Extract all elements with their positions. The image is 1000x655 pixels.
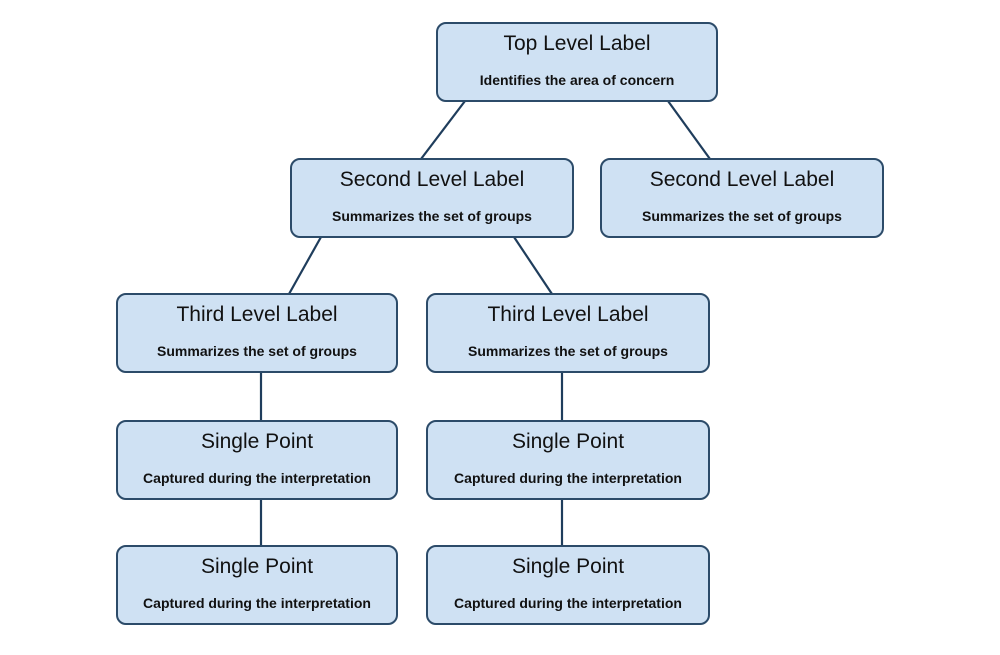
node-title: Single Point [200,430,314,453]
node-subtitle: Summarizes the set of groups [642,208,842,224]
single-point-node-left-1: Single Point Captured during the interpr… [116,420,398,500]
connector-level2-left-to-level3-right [513,236,553,295]
connector-level2-left-to-level3-left [288,236,322,295]
node-title: Third Level Label [487,303,649,326]
single-point-node-right-2: Single Point Captured during the interpr… [426,545,710,625]
node-subtitle: Identifies the area of concern [479,72,675,88]
node-subtitle: Captured during the interpretation [454,595,682,611]
node-subtitle: Summarizes the set of groups [468,343,668,359]
node-subtitle: Summarizes the set of groups [332,208,532,224]
node-subtitle: Captured during the interpretation [143,470,371,486]
node-title: Third Level Label [176,303,338,326]
second-level-node-right: Second Level Label Summarizes the set of… [600,158,884,238]
single-point-node-left-2: Single Point Captured during the interpr… [116,545,398,625]
node-title: Single Point [511,555,625,578]
node-title: Second Level Label [339,168,525,191]
node-title: Top Level Label [503,32,651,55]
node-subtitle: Captured during the interpretation [454,470,682,486]
node-subtitle: Captured during the interpretation [143,595,371,611]
connector-top-to-level2-right [667,100,711,160]
second-level-node-left: Second Level Label Summarizes the set of… [290,158,574,238]
third-level-node-left: Third Level Label Summarizes the set of … [116,293,398,373]
connector-top-to-level2-left [420,100,466,160]
single-point-node-right-1: Single Point Captured during the interpr… [426,420,710,500]
third-level-node-right: Third Level Label Summarizes the set of … [426,293,710,373]
top-level-node: Top Level Label Identifies the area of c… [436,22,718,102]
node-title: Second Level Label [649,168,835,191]
node-title: Single Point [200,555,314,578]
node-title: Single Point [511,430,625,453]
node-subtitle: Summarizes the set of groups [157,343,357,359]
